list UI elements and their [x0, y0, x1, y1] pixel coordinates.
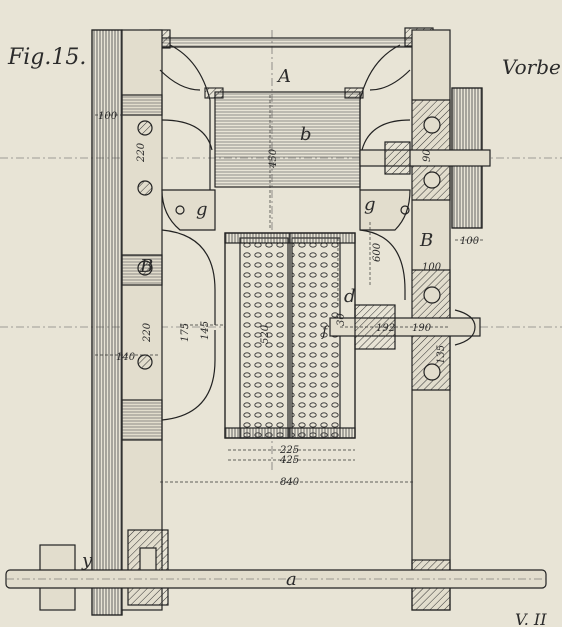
upper-roll [204, 87, 364, 188]
dim-100-right: 100 [460, 236, 480, 247]
dim-175: 175 [180, 323, 191, 342]
label-f: f [321, 324, 330, 340]
label-A: A [276, 66, 291, 87]
dim-100-top: 100 [98, 111, 118, 122]
label-d: d [344, 286, 356, 307]
side-brackets [161, 119, 411, 421]
header-fragment: Vorber [502, 55, 562, 79]
bearing-housings [161, 189, 411, 231]
label-g-right: g [364, 194, 376, 215]
dim-220-top: 220 [136, 142, 147, 163]
label-g-left: g [196, 199, 208, 220]
dim-225: 225 [279, 445, 299, 456]
dim-90: 90 [422, 149, 433, 162]
dim-100-B: 100 [422, 262, 442, 273]
upper-shaft [359, 141, 491, 175]
dim-145: 145 [200, 321, 211, 340]
dim-220-low: 220 [142, 322, 153, 343]
label-b: b [300, 124, 312, 145]
dim-840: 840 [280, 477, 300, 488]
label-B-right: B [419, 230, 433, 251]
footer-fragment: V. II [515, 610, 547, 627]
dim-140: 140 [116, 352, 136, 363]
label-y: y [81, 550, 93, 571]
label-a: a [286, 569, 297, 590]
dim-135: 135 [436, 345, 447, 364]
dim-192: 192 [376, 323, 395, 334]
dimension-lines [95, 95, 485, 483]
dim-190: 190 [412, 323, 432, 334]
bottom-shaft [5, 569, 547, 589]
dim-600: 600 [372, 242, 383, 262]
dim-30: 30 [336, 313, 347, 326]
dim-425: 425 [279, 455, 299, 466]
dim-450: 450 [268, 148, 279, 169]
label-B-left: B [139, 256, 153, 277]
figure-title: Fig.15. [7, 45, 86, 70]
left-frame-column [121, 29, 163, 611]
dim-520: 520 [260, 324, 271, 344]
